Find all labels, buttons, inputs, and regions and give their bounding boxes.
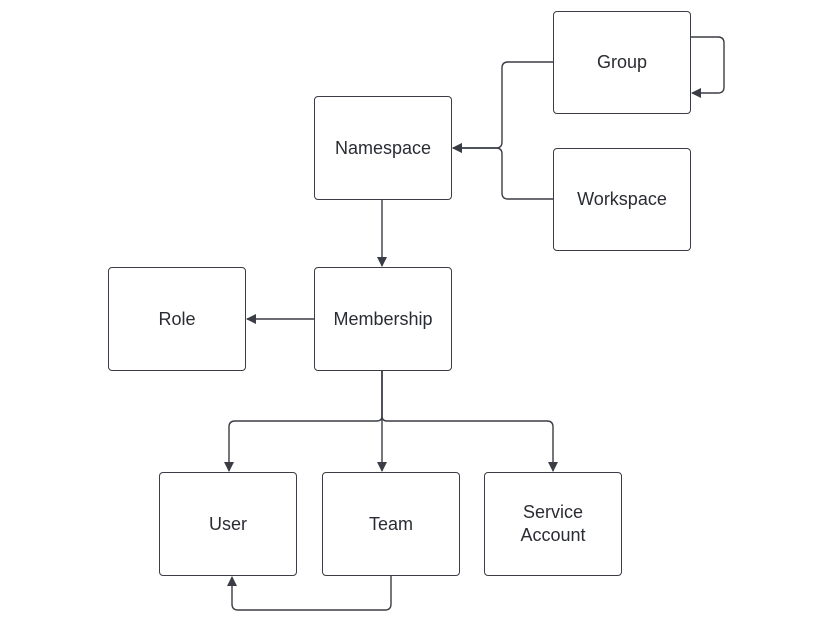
node-group: Group [553, 11, 691, 114]
edge-team-to-user [227, 576, 392, 611]
node-label-user: User [208, 513, 247, 534]
node-service-account: Service Account [484, 472, 622, 576]
node-role: Role [108, 267, 246, 371]
node-workspace: Workspace [553, 148, 691, 251]
node-namespace: Namespace [314, 96, 452, 200]
edge-membership-to-user [224, 371, 383, 472]
node-label-workspace: Workspace [577, 189, 667, 209]
node-membership: Membership [314, 267, 452, 371]
edge-group-to-namespace [452, 61, 553, 153]
node-label-membership: Membership [333, 308, 433, 329]
node-label-group: Group [596, 52, 648, 72]
node-label-team: Team [368, 513, 413, 534]
edge-workspace-to-namespace [452, 143, 553, 200]
edge-membership-to-service-account [381, 371, 558, 472]
edge-group-self-loop [691, 36, 725, 98]
node-user: User [159, 472, 297, 576]
node-team: Team [322, 472, 460, 576]
node-label-service-account: Service Account [520, 502, 586, 545]
node-label-role: Role [158, 308, 196, 329]
node-label-namespace: Namespace [334, 137, 432, 158]
